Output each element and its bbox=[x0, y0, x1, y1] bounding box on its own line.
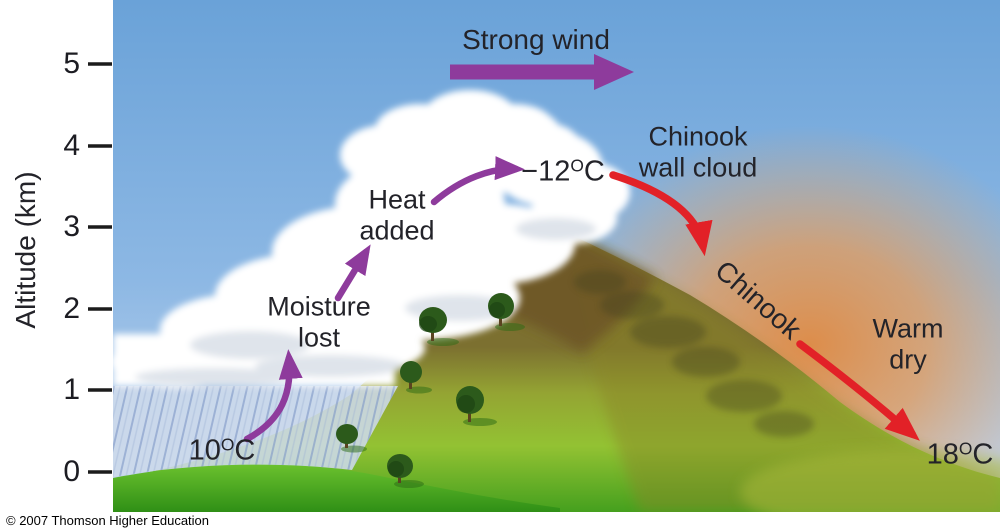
windward-temperature-label: 10OC bbox=[188, 434, 256, 467]
heat-added-label: Heat added bbox=[359, 184, 435, 246]
warm-dry-label: Warm dry bbox=[872, 313, 944, 375]
summit-flow-arrow bbox=[430, 156, 525, 206]
strong-wind-label: Strong wind bbox=[462, 24, 610, 56]
strong-wind-arrow bbox=[450, 54, 634, 90]
chinook-wall-cloud-label: Chinook wall cloud bbox=[638, 121, 758, 183]
trees bbox=[336, 293, 525, 488]
moisture-lost-label: Moisture lost bbox=[267, 291, 371, 353]
tick-label-5: 5 bbox=[63, 47, 80, 80]
moisture-rise-arrow bbox=[243, 349, 303, 443]
tick-label-3: 3 bbox=[63, 210, 80, 243]
axis-ticks bbox=[88, 62, 112, 474]
summit-temperature-label: −12OC bbox=[521, 155, 605, 188]
arrows bbox=[243, 54, 920, 443]
tick-label-1: 1 bbox=[63, 373, 80, 406]
tick-label-0: 0 bbox=[63, 455, 80, 488]
copyright-credit: © 2007 Thomson Higher Education bbox=[6, 513, 210, 528]
heat-rise-arrow bbox=[334, 244, 371, 302]
cloud bbox=[113, 90, 630, 388]
tick-label-4: 4 bbox=[63, 129, 80, 162]
foreground-grass bbox=[113, 463, 560, 512]
chinook-descent-arrow-upper bbox=[609, 171, 713, 257]
leeward-temperature-label: 18OC bbox=[926, 438, 994, 471]
tick-label-2: 2 bbox=[63, 292, 80, 325]
chinook-descent-arrow-lower bbox=[796, 340, 920, 441]
